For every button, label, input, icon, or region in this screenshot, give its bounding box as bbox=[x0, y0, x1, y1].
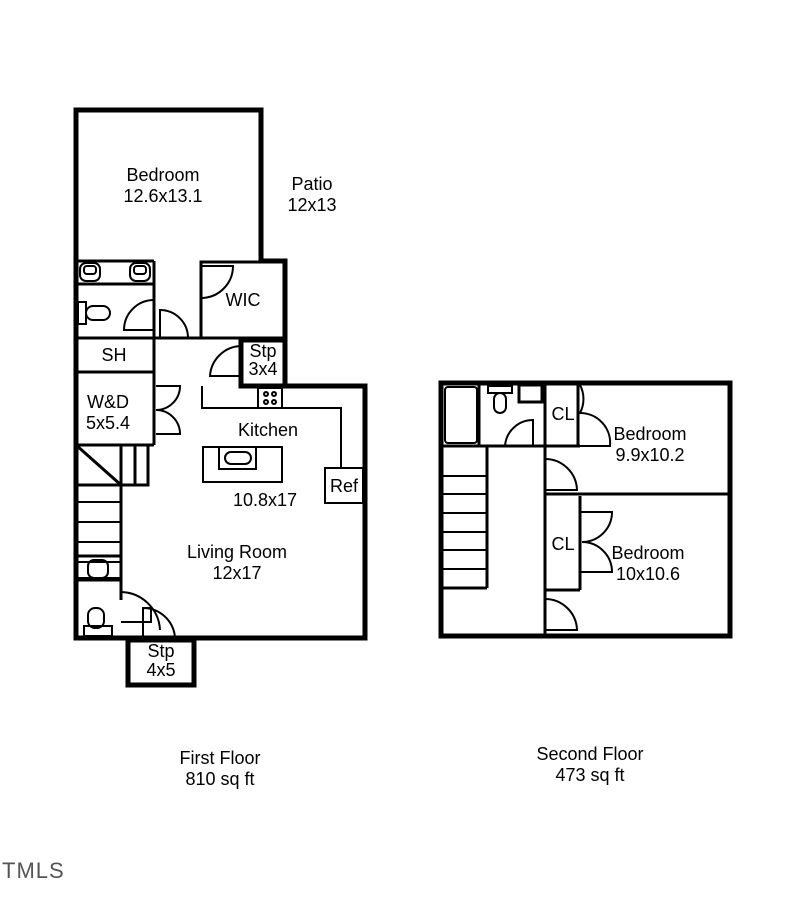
refrigerator-outline bbox=[324, 467, 364, 504]
room-label-patio: Patio 12x13 bbox=[287, 174, 337, 215]
room-label-bedroom-2: Bedroom 10x10.6 bbox=[611, 543, 685, 584]
door-swing bbox=[122, 299, 155, 331]
refrigerator-label: Ref bbox=[329, 476, 358, 496]
room-label-closet-1: CL bbox=[551, 404, 575, 424]
toilet-icon bbox=[487, 385, 513, 414]
wic-outline bbox=[199, 260, 287, 340]
second-floor-plan bbox=[438, 380, 733, 639]
second-floor-caption: Second Floor 473 sq ft bbox=[536, 744, 644, 785]
door-swing bbox=[544, 458, 579, 491]
door-swing bbox=[504, 418, 534, 447]
room-label-front-stoop: Stp 4x5 bbox=[146, 641, 176, 680]
room-label-living-room: Living Room 12x17 bbox=[186, 542, 288, 583]
door-swing bbox=[155, 385, 182, 411]
rear-stoop-outline bbox=[238, 337, 288, 389]
room-label-bedroom: Bedroom 12.6x13.1 bbox=[123, 165, 203, 206]
toilet-icon bbox=[83, 607, 113, 637]
sink-icon bbox=[129, 262, 151, 282]
closet-door-swing bbox=[580, 511, 614, 573]
first-floor-caption: First Floor 810 sq ft bbox=[179, 748, 261, 789]
room-label-wic: WIC bbox=[225, 290, 261, 310]
door-swing bbox=[159, 308, 190, 339]
room-label-rear-stoop: Stp 3x4 bbox=[248, 341, 278, 379]
bathtub-icon bbox=[444, 386, 478, 444]
sink-icon bbox=[87, 559, 109, 579]
room-label-kitchen: Kitchen bbox=[237, 420, 299, 440]
door-swing bbox=[120, 591, 161, 631]
room-label-shower: SH bbox=[101, 345, 127, 365]
room-size-kitchen: 10.8x17 bbox=[232, 490, 298, 510]
first-floor-plan bbox=[73, 107, 368, 688]
mls-watermark: TMLS bbox=[2, 858, 65, 883]
door-swing bbox=[208, 345, 242, 377]
door-swing bbox=[544, 598, 579, 631]
sink-icon bbox=[224, 451, 252, 465]
closet-door-swing bbox=[578, 384, 612, 447]
door-swing bbox=[200, 265, 235, 299]
sink-icon bbox=[79, 262, 101, 282]
room-label-bedroom-1: Bedroom 9.9x10.2 bbox=[613, 424, 687, 465]
front-stoop-outline bbox=[125, 637, 197, 688]
room-label-closet-2: CL bbox=[551, 534, 575, 554]
room-label-laundry: W&D 5x5.4 bbox=[85, 392, 131, 433]
toilet-icon bbox=[77, 301, 111, 325]
door-swing bbox=[155, 409, 182, 435]
sink-icon bbox=[517, 383, 544, 404]
stove-icon bbox=[257, 387, 283, 409]
second-floor-outer-wall bbox=[438, 380, 733, 639]
